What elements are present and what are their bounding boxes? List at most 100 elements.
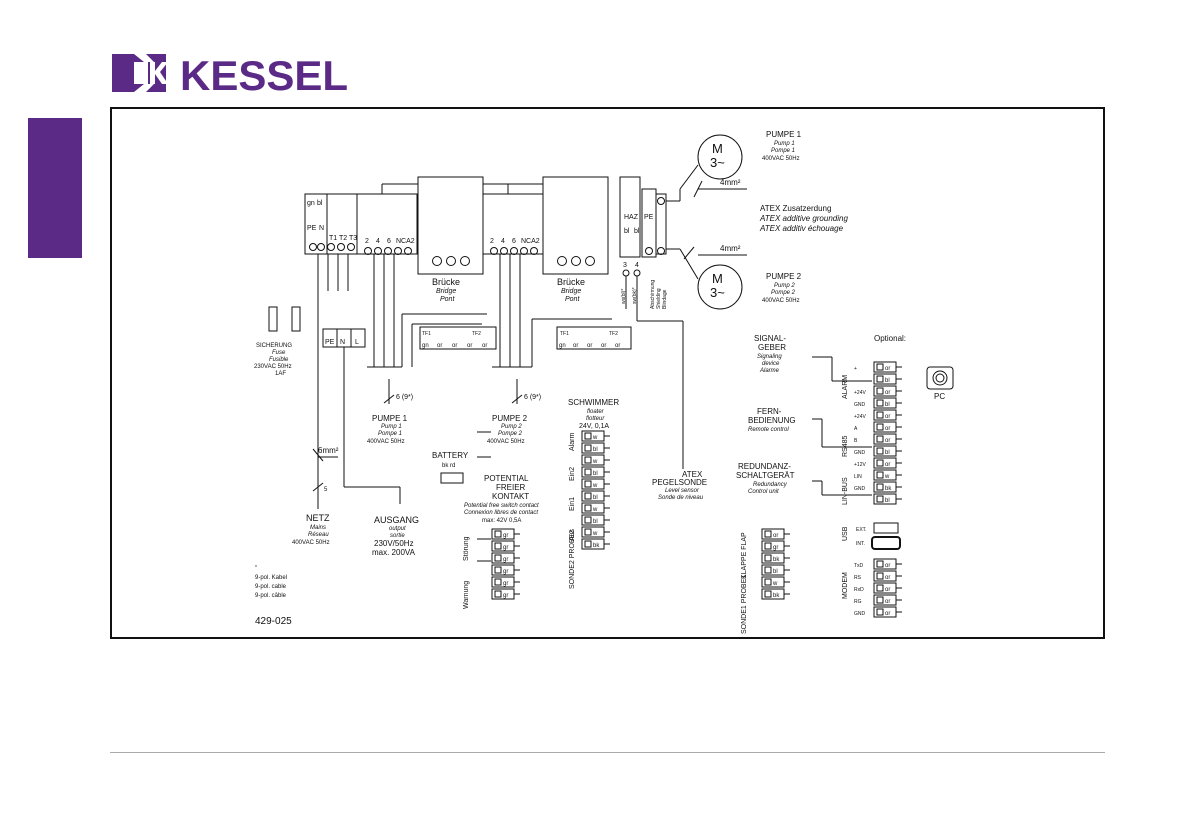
flap-screw [764, 542, 772, 550]
flap-color-label: or [773, 533, 778, 539]
optional-color-label: or [885, 390, 890, 396]
optional-screw [876, 483, 884, 491]
modem-color-label: or [885, 563, 890, 569]
kessel-logo: KESSEL [112, 52, 348, 96]
optional-color-label: bl [885, 378, 890, 384]
atex-sensor-2: PEGELSONDE [652, 478, 707, 487]
pump1-cable-voltage: 400VAC 50Hz [367, 439, 405, 445]
float-group-aus: Aus [569, 528, 576, 541]
pump1-term-gn: gn [422, 343, 429, 349]
optional-color-label: or [885, 462, 890, 468]
potential-free-fr: Connexion libres de contact [464, 510, 538, 516]
potential-free-title-3: KONTAKT [492, 492, 529, 501]
potential-free-rating: max: 42V 0,5A [482, 518, 521, 524]
relay2-terminal-6: 6 [512, 238, 516, 245]
potential-free-screw [494, 578, 502, 586]
optional-pin-label: GND [854, 486, 866, 492]
usb-ext: EXT. [856, 527, 867, 533]
signal-en-1: Signaling [757, 354, 782, 360]
flap-screw [764, 578, 772, 586]
modem-pin-label: RS [854, 575, 862, 581]
mains-en: Mains [310, 525, 326, 531]
fuse-label-en: Fuse [272, 350, 286, 356]
output-terminal-n: N [340, 339, 345, 346]
probe1-group: SONDE1 PROBE1 [741, 575, 748, 634]
bridge1-label-en: Bridge [436, 288, 456, 295]
optional-pin-label: - [854, 378, 856, 384]
atex-grounding-fr: ATEX additiv échouage [759, 224, 844, 233]
flap-screw [764, 590, 772, 598]
float-screw [584, 444, 592, 452]
potential-free-color-label: gr [503, 581, 508, 587]
haz-wire-2: sw(bk)* [632, 287, 638, 304]
optional-color-label: bl [885, 450, 890, 456]
mains-terminal-bl: bl [317, 200, 323, 207]
optional-color-label: w [884, 474, 890, 480]
pump1-tf1: TF1 [422, 331, 431, 337]
float-color-label: w [592, 435, 598, 441]
output-max: max. 200VA [372, 548, 416, 557]
atex-sensor-fr: Sonde de niveau [658, 495, 704, 501]
mains-terminal-t2: T2 [339, 235, 347, 242]
bridge1-label: Brücke [432, 277, 460, 287]
modem-screw [876, 584, 884, 592]
cable-note-de: 9-pol. Kabel [255, 575, 287, 581]
bridge1-label-fr: Pont [440, 296, 455, 303]
haz-terminal-3: 3 [623, 262, 627, 269]
modem-color-label: or [885, 611, 890, 617]
pump1-term-or2: or [452, 343, 457, 349]
mains-wire-count: 5 [324, 487, 328, 493]
optional-screw [876, 471, 884, 479]
flap-screw [764, 554, 772, 562]
optional-color-label: or [885, 438, 890, 444]
pump2-cable-title: PUMPE 2 [492, 414, 528, 423]
pump2-cable-fr: Pompe 2 [498, 431, 523, 437]
pump2-tf2: TF2 [609, 331, 618, 337]
pump1-term-or4: or [482, 343, 487, 349]
float-screw [584, 480, 592, 488]
potential-free-screw [494, 554, 502, 562]
pump2-en: Pump 2 [774, 283, 795, 289]
atex-sensor-en: Level sensor [665, 488, 700, 494]
relay1-terminal-nca2: NCA2 [396, 238, 415, 245]
modem-color-label: or [885, 587, 890, 593]
float-screw [584, 528, 592, 536]
pump1-cable-en: Pump 1 [381, 424, 402, 430]
optional-screw [876, 375, 884, 383]
mains-fr: Réseau [308, 532, 329, 538]
battery-colors: bk rd [442, 463, 455, 469]
redundancy-title-2: SCHALTGERÄT [736, 471, 795, 480]
optional-color-label: bl [885, 402, 890, 408]
atex-sensor-1: ATEX [682, 470, 703, 479]
float-screw [584, 504, 592, 512]
pump1-tf2: TF2 [472, 331, 481, 337]
shield-label: Abschirmung [650, 280, 656, 309]
mains-terminal-t3: T3 [349, 235, 357, 242]
optional-screw [876, 387, 884, 395]
footer-rule [110, 752, 1105, 753]
relay1-terminal-4: 4 [376, 238, 380, 245]
signal-title-1: SIGNAL- [754, 334, 786, 343]
mains-cross-section: 6mm² [318, 446, 339, 455]
fuse-label-fr: Fusible [269, 357, 289, 363]
remote-title-1: FERN- [757, 407, 782, 416]
flap-color-label: bk [773, 593, 780, 599]
optional-pin-label: +24V [854, 414, 866, 420]
float-group-ein1: Ein1 [569, 497, 576, 511]
potential-free-color-label: gr [503, 545, 508, 551]
potential-free-screw [494, 590, 502, 598]
float-color-label: bl [593, 447, 598, 453]
relay1-terminal-6: 6 [387, 238, 391, 245]
battery-label: BATTERY [432, 451, 469, 460]
modem-screw [876, 608, 884, 616]
optional-color-label: or [885, 366, 890, 372]
group-warnung: Warnung [463, 581, 470, 609]
cable-note-en: 9-pol. cable [255, 584, 287, 590]
optional-pin-label: GND [854, 402, 866, 408]
optional-screw [876, 495, 884, 503]
mains-terminal-n: N [319, 225, 324, 232]
mains-voltage: 400VAC 50Hz [292, 540, 330, 546]
group-rs485: RS485 [842, 435, 849, 457]
float-group-ein2: Ein2 [569, 467, 576, 481]
remote-en: Remote control [748, 427, 789, 433]
